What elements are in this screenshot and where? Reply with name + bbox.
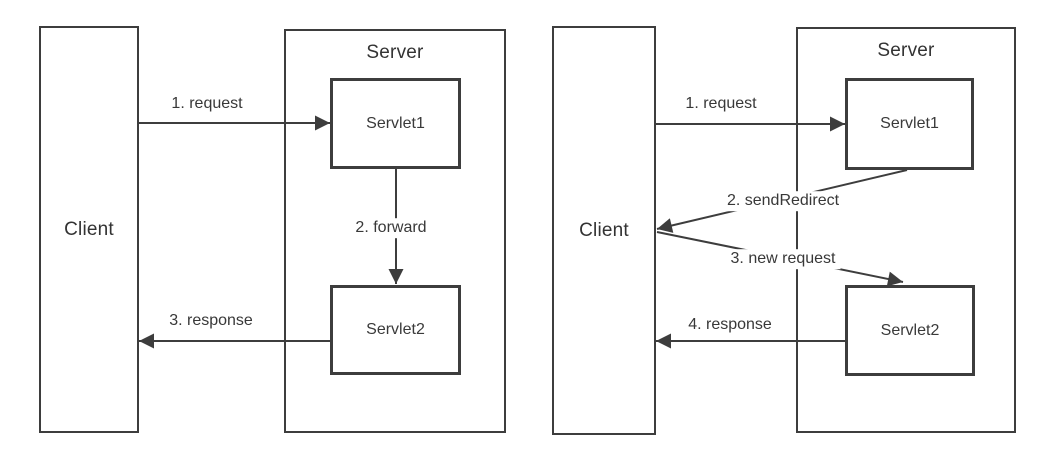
forward-forward-label: 2. forward: [350, 218, 432, 238]
redirect-servlet1-label: Servlet1: [880, 115, 939, 132]
forward-server-box: Server: [284, 29, 506, 433]
forward-client-label: Client: [64, 218, 114, 240]
forward-servlet2-label: Servlet2: [366, 321, 425, 338]
redirect-server-label: Server: [877, 40, 935, 61]
redirect-request-label: 1. request: [680, 94, 762, 114]
redirect-client-label: Client: [579, 219, 629, 241]
forward-client-box: Client: [39, 26, 139, 433]
redirect-client-box: Client: [552, 26, 656, 435]
redirect-servlet1-box: Servlet1: [845, 78, 974, 170]
redirect-servlet2-label: Servlet2: [880, 321, 940, 339]
forward-server-label: Server: [366, 42, 424, 63]
redirect-server-box: Server: [796, 27, 1016, 433]
forward-servlet2-box: Servlet2: [330, 285, 461, 375]
forward-request-label: 1. request: [166, 94, 248, 114]
redirect-sendredirect-label: 2. sendRedirect: [721, 191, 845, 211]
redirect-response-label: 4. response: [683, 315, 777, 335]
forward-response-label: 3. response: [164, 311, 258, 331]
forward-servlet1-label: Servlet1: [366, 114, 425, 132]
redirect-servlet2-box: Servlet2: [845, 285, 975, 376]
redirect-newrequest-label: 3. new request: [725, 249, 841, 269]
forward-servlet1-box: Servlet1: [330, 78, 461, 169]
